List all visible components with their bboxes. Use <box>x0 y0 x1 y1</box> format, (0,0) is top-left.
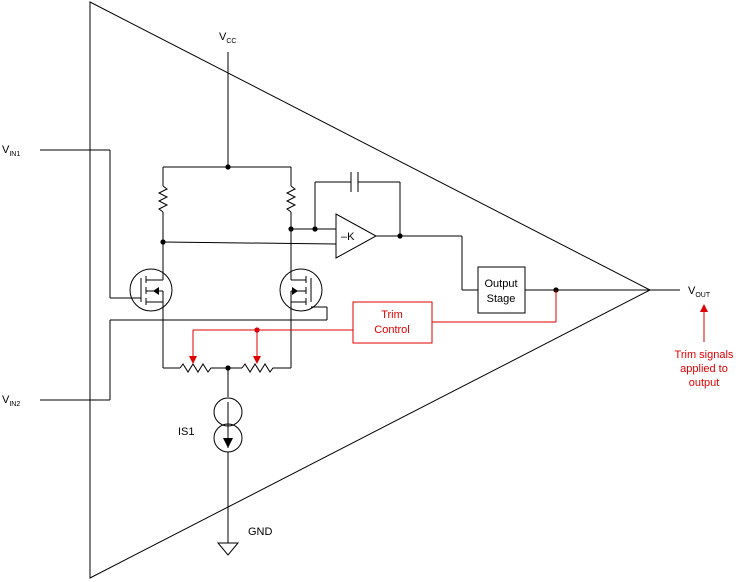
vcc-label: VCC <box>219 31 236 45</box>
vin1-label: VIN1 <box>2 144 20 158</box>
output-stage-label-2: Stage <box>487 293 516 305</box>
load-resistor-left <box>157 185 169 213</box>
left-drain-wire <box>160 239 337 245</box>
right-drain-wire <box>288 226 336 232</box>
trim-note-line-2: applied to <box>680 363 728 375</box>
trim-control-label-2: Control <box>374 324 409 336</box>
trim-control-label-1: Trim <box>381 309 403 321</box>
vout-label: VOUT <box>688 285 711 299</box>
vcc-rail <box>162 52 292 186</box>
vin1-wire <box>40 149 133 299</box>
feedback-capacitor <box>314 172 401 236</box>
gnd-label: GND <box>248 526 273 538</box>
right-mosfet <box>279 268 323 312</box>
ground-icon <box>216 542 240 556</box>
output-stage-box <box>477 266 526 314</box>
vin2-label: VIN2 <box>2 394 20 408</box>
is1-label: IS1 <box>178 426 195 438</box>
trim-note-line-1: Trim signals <box>675 349 734 361</box>
gain-label: –K <box>341 231 355 243</box>
trim-note-line-3: output <box>689 377 720 389</box>
trim-resistor-right <box>241 363 291 373</box>
output-stage-label-1: Output <box>484 278 517 290</box>
vin2-wire <box>40 306 328 401</box>
gain-stage-triangle <box>335 213 378 259</box>
left-mosfet <box>129 268 173 312</box>
trim-resistor-left <box>179 363 242 373</box>
load-resistor-right <box>285 185 297 213</box>
current-source-is1 <box>213 368 243 543</box>
opamp-triangle <box>89 1 652 579</box>
trim-wiring <box>189 290 557 364</box>
